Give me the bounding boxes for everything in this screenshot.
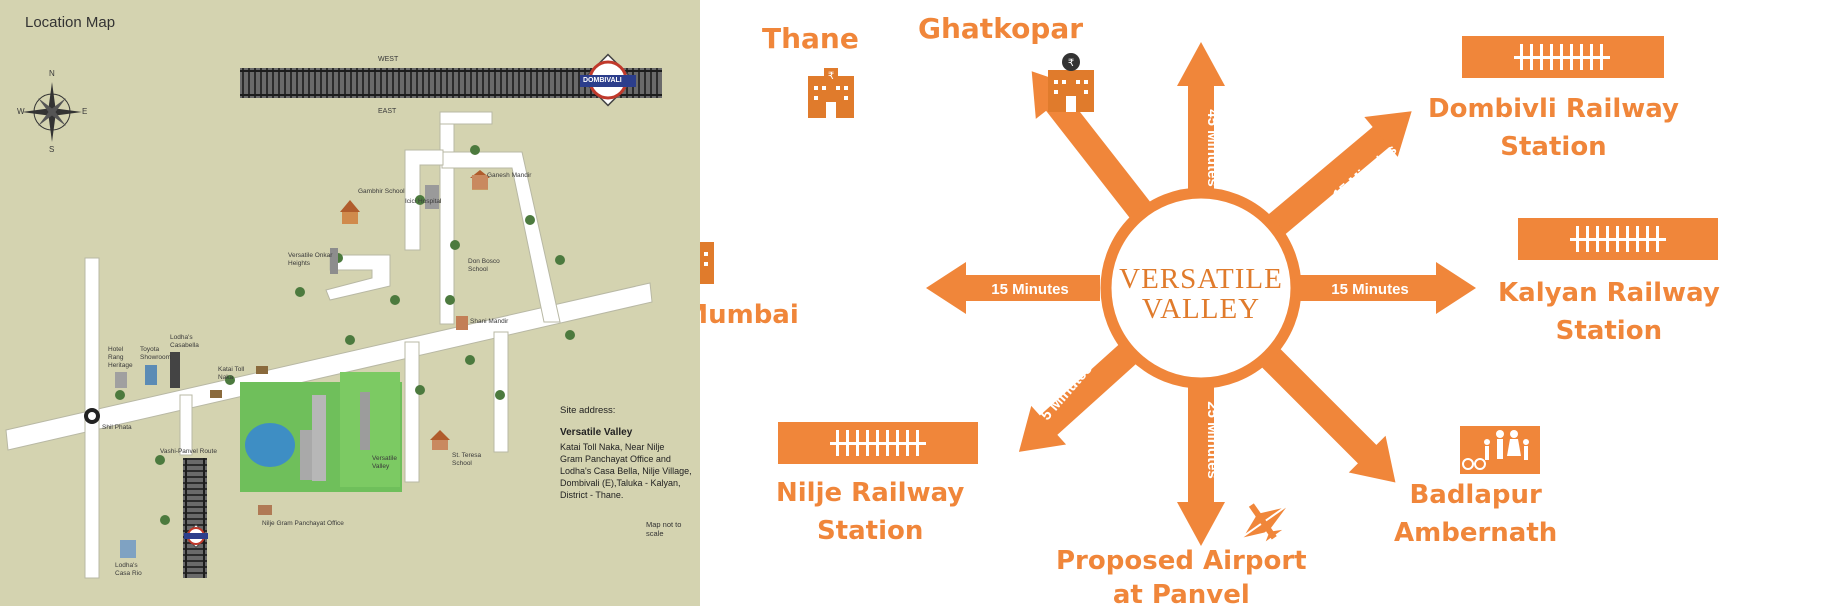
label-don-bosco: Don Bosco School: [468, 258, 500, 273]
dest-ghatkopar: Ghatkopar: [918, 10, 1083, 48]
dest-line: Navi Mumbai: [700, 300, 799, 330]
time-label-south: 25 Minutes: [1204, 401, 1221, 479]
time-label-north: 45 Minutes: [1204, 109, 1221, 187]
compass-n: N: [49, 69, 55, 78]
dest-dombivli: Dombivli Railway Station: [1428, 90, 1679, 166]
map-drawing: [5, 53, 662, 579]
arrow-southwest: [1018, 344, 1137, 452]
arrow-northeast: [1268, 111, 1412, 235]
rail-west-label: WEST: [378, 56, 399, 63]
arrow-southeast: [1261, 348, 1396, 483]
dest-badlapur: Badlapur Ambernath: [1394, 476, 1557, 552]
label-shani-mandir: Shani Mandir: [470, 318, 509, 325]
site-address-line: Katai Toll Naka, Near Nilje: [560, 442, 665, 452]
roads: [5, 111, 653, 579]
map-title: Location Map: [25, 14, 116, 31]
dest-line: Badlapur: [1409, 480, 1542, 510]
dest-navi-mumbai: Navi Mumbai: [700, 296, 799, 334]
trees: [115, 145, 575, 525]
dombivali-station-badge: [580, 53, 636, 107]
dest-line: Ghatkopar: [918, 12, 1084, 45]
label-icici-hospital: Icici Hospital: [405, 198, 442, 205]
dest-line: Ambernath: [1394, 518, 1558, 548]
label-versatile-onkar: Versatile Onkar Heights: [288, 252, 333, 267]
dest-line: Kalyan Railway: [1498, 278, 1720, 308]
dest-line: Station: [1555, 316, 1663, 346]
dest-nilje: Nilje Railway Station: [776, 474, 964, 550]
dest-airport: Proposed Airport at Panvel: [1056, 544, 1307, 612]
label-hotel-rang: Hotel Rang Heritage: [108, 346, 133, 369]
location-map: Location Map N E S W WEST EAST DOMBIVALI…: [0, 0, 700, 606]
label-lodhas-casa-rio: Lodha's Casa Rio: [115, 562, 142, 577]
svg-text:₹: ₹: [828, 71, 834, 82]
label-st-teresa: St. Teresa School: [452, 452, 482, 467]
label-toyota-showroom: Toyota Showroom: [140, 346, 172, 361]
center-circle: [1100, 187, 1302, 389]
site-address-heading: Site address:: [560, 405, 616, 416]
bank-building-icon: ₹: [808, 68, 854, 118]
compass-rose-icon: [22, 82, 82, 142]
label-lodhas-casabella: Lodha's Casabella: [170, 334, 199, 349]
site-address-line: District - Thane.: [560, 490, 624, 500]
label-katai-toll-naka: Katai Toll Naka: [218, 366, 245, 381]
arrow-east: [1300, 262, 1476, 314]
dest-line: Dombivli Railway: [1428, 94, 1679, 124]
site-address-line: Dombivali (E),Taluka - Kalyan,: [560, 478, 681, 488]
dest-thane: Thane: [762, 20, 859, 58]
railway-track-icon: [778, 422, 978, 464]
label-gambhir-school: Gambhir School: [358, 188, 405, 195]
airplane-icon: [1243, 503, 1287, 542]
station-badge-label: DOMBIVALI: [583, 77, 622, 84]
dest-kalyan: Kalyan Railway Station: [1498, 274, 1720, 350]
scale-note: Map not to scale: [646, 520, 682, 538]
nilje-station-badge: [183, 523, 209, 549]
compass-w: W: [17, 107, 25, 116]
arrow-north: [1177, 42, 1225, 192]
landmark-buildings: [115, 170, 490, 558]
center-line1: VERSATILE: [1119, 263, 1283, 295]
label-ganesh-mandir: Ganesh Mandir: [487, 172, 532, 179]
label-nilje-gram-panchayat: Nilje Gram Panchayat Office: [262, 520, 344, 527]
hub-drawing: VERSATILE VALLEY 45 Minutes 15 Minutes 1…: [700, 36, 1718, 546]
railway-track-icon: [1518, 218, 1718, 260]
dest-line: at Panvel: [1112, 580, 1250, 610]
time-label-west: 15 Minutes: [991, 281, 1069, 298]
connectivity-diagram: VERSATILE VALLEY 45 Minutes 15 Minutes 1…: [700, 0, 1848, 613]
arrow-west: [926, 262, 1100, 314]
site-address-line: Gram Panchayat Office and: [560, 454, 671, 464]
dest-line: Station: [1500, 132, 1607, 162]
svg-text:₹: ₹: [1068, 58, 1074, 69]
label-vashi-panvel-route: Vashi-Panvel Route: [160, 448, 217, 455]
dest-line: Nilje Railway: [776, 478, 965, 508]
dest-line: Station: [816, 516, 924, 546]
label-shilphata: Shil Phata: [102, 424, 132, 431]
bank-building-icon: ₹: [700, 242, 714, 284]
center-line2: VALLEY: [1142, 293, 1260, 325]
site-address-line: Lodha's Casa Bella, Nilje Village,: [560, 466, 692, 476]
label-versatile-valley: Versatile Valley: [372, 455, 397, 470]
railway-line-nilje: [183, 458, 207, 578]
site-address-name: Versatile Valley: [560, 427, 633, 438]
compass-e: E: [82, 107, 88, 116]
project-plot: [240, 372, 402, 492]
family-icon: [1460, 426, 1540, 474]
compass-s: S: [49, 145, 55, 154]
arrow-south: [1177, 378, 1225, 546]
dest-line: Proposed Airport: [1056, 546, 1307, 576]
time-label-east: 15 Minutes: [1331, 281, 1409, 298]
railway-track-icon: [1462, 36, 1664, 78]
rail-east-label: EAST: [378, 108, 397, 115]
site-address: Site address: Versatile Valley Katai Tol…: [560, 405, 700, 501]
dest-line: Thane: [762, 22, 859, 55]
bank-building-icon: ₹: [1048, 53, 1094, 112]
